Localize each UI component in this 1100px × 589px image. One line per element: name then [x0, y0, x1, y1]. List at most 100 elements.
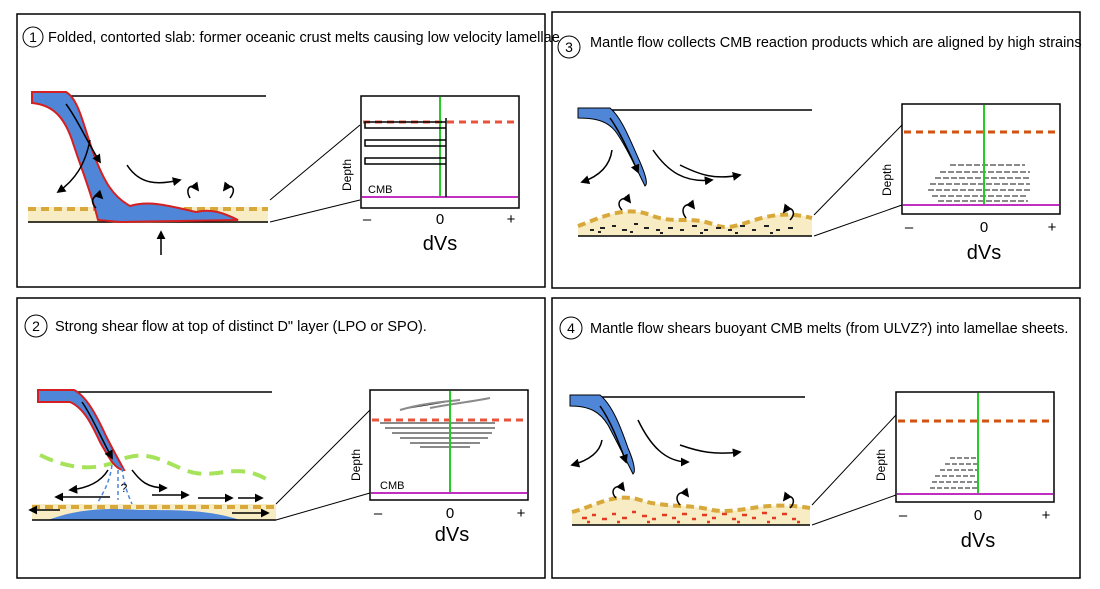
- flow-arrow: [126, 164, 182, 186]
- depth-profile: CMB Depth – 0 + dVs: [340, 95, 520, 255]
- slab-arrow: [65, 103, 101, 164]
- panel-frame: [16, 13, 546, 288]
- zoom-line: [275, 409, 371, 505]
- minus-tick: –: [899, 507, 908, 524]
- zoom-line: [813, 124, 903, 216]
- flow-arrow: [679, 444, 742, 458]
- minus-tick: –: [363, 211, 372, 228]
- sinking-blue-dashed: [97, 464, 133, 505]
- zoom-line: [813, 204, 903, 237]
- x-axis-label: dVs: [423, 233, 457, 255]
- depth-profile: CMB Depth – 0 + dVs: [349, 389, 529, 546]
- reaction-layer: [578, 211, 812, 236]
- slab: [577, 107, 647, 187]
- panel-caption: Mantle flow collects CMB reaction produc…: [590, 35, 1082, 51]
- swirl-arrow: [222, 181, 235, 199]
- depth-profile: Depth – 0 + dVs: [874, 391, 1055, 552]
- zoom-line: [811, 414, 897, 506]
- panel-frame: [551, 11, 1081, 289]
- panel-number-circle: [557, 35, 581, 59]
- plot-frame: [369, 389, 529, 501]
- zero-tick: 0: [436, 211, 444, 228]
- slab-arrow: [599, 405, 628, 464]
- plus-tick: +: [517, 505, 526, 522]
- flow-arrow: [652, 149, 714, 186]
- depth-label: Depth: [874, 449, 888, 481]
- panel-number: 2: [32, 318, 40, 334]
- swirl-arrow: [612, 481, 626, 499]
- depth-profile: Depth – 0 + dVs: [880, 103, 1061, 264]
- flow-arrow: [637, 419, 690, 467]
- schematic: [28, 91, 361, 255]
- zero-tick: 0: [974, 507, 982, 524]
- panel-number-circle: [24, 314, 48, 338]
- zoom-line: [269, 124, 361, 201]
- zoom-line: [811, 494, 897, 526]
- depth-label: Depth: [349, 449, 363, 481]
- layer-top-dashed: [571, 495, 811, 514]
- cmb-label: CMB: [380, 480, 404, 492]
- panel-1: 1 Folded, contorted slab: former oceanic…: [16, 13, 560, 288]
- gray-lamellae: [928, 164, 1030, 202]
- swirl-arrow: [618, 193, 632, 211]
- plus-tick: +: [1048, 219, 1057, 236]
- question-mark: ?: [121, 481, 128, 495]
- cmb-label: CMB: [368, 184, 392, 196]
- panel-number-circle: [559, 316, 583, 340]
- schematic: [569, 394, 897, 526]
- flow-arrow: [679, 164, 742, 181]
- flow-arrow: [131, 469, 168, 493]
- zoom-line: [275, 492, 371, 521]
- lamellae-profile: [364, 118, 447, 197]
- zero-tick: 0: [980, 219, 988, 236]
- schematic: [577, 107, 903, 237]
- reaction-product-speckles: [590, 223, 793, 234]
- plot-frame: [360, 95, 520, 209]
- slab: [37, 389, 126, 472]
- melt-layer: [572, 497, 810, 525]
- depth-label: Depth: [340, 159, 354, 191]
- minus-tick: –: [374, 505, 383, 522]
- panel-number: 3: [565, 39, 573, 55]
- panel-caption: Strong shear flow at top of distinct D" …: [55, 319, 427, 335]
- panel-2: 2 Strong shear flow at top of distinct D…: [16, 297, 546, 579]
- gray-lamellae: [930, 457, 978, 489]
- minus-tick: –: [905, 219, 914, 236]
- panel-number: 4: [567, 320, 575, 336]
- panel-3: 3 Mantle flow collects CMB reaction prod…: [551, 11, 1082, 289]
- swirl-arrow: [682, 199, 696, 219]
- slab: [31, 91, 239, 224]
- panel-frame: [551, 297, 1081, 579]
- swirl-arrow: [91, 189, 104, 209]
- panel-caption: Folded, contorted slab: former oceanic c…: [48, 30, 560, 46]
- slab-arrow: [609, 117, 640, 174]
- plus-tick: +: [1042, 507, 1051, 524]
- plot-frame: [901, 103, 1061, 215]
- depth-label: Depth: [880, 164, 894, 196]
- panel-caption: Mantle flow shears buoyant CMB melts (fr…: [590, 321, 1068, 337]
- slab-arrow: [81, 401, 113, 460]
- zero-tick: 0: [446, 505, 454, 522]
- panel-4: 4 Mantle flow shears buoyant CMB melts (…: [551, 297, 1081, 579]
- flow-arrow: [68, 469, 109, 494]
- x-axis-label: dVs: [435, 524, 469, 546]
- plus-tick: +: [507, 211, 516, 228]
- panel-frame: [16, 297, 546, 579]
- slab: [569, 394, 635, 475]
- swirl-arrow: [676, 487, 690, 506]
- d-layer-boundary: [39, 453, 270, 482]
- panel-number-circle: [22, 26, 44, 48]
- gray-lamellae: [380, 397, 495, 448]
- swirl-arrow: [187, 181, 200, 199]
- schematic: ?: [28, 389, 371, 521]
- x-axis-label: dVs: [967, 242, 1001, 264]
- flow-arrow: [56, 139, 91, 194]
- swirl-arrow: [782, 491, 795, 509]
- basal-melt: [48, 509, 240, 520]
- swirl-arrow: [782, 203, 795, 221]
- flow-arrow: [580, 149, 613, 184]
- x-axis-label: dVs: [961, 530, 995, 552]
- zoom-line: [269, 199, 361, 223]
- plot-frame: [895, 391, 1055, 503]
